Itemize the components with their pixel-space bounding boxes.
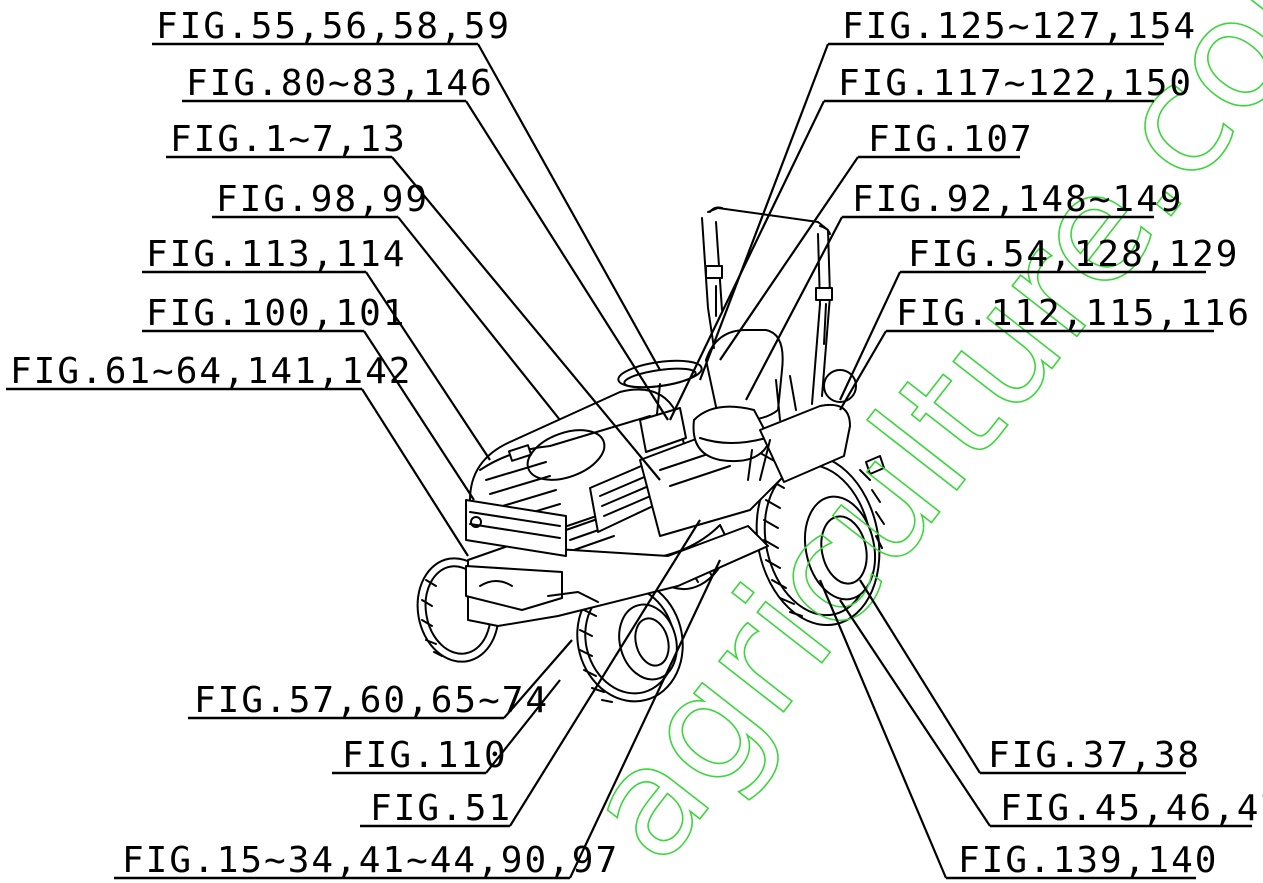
leader-c12 <box>839 271 901 401</box>
callout-c06: FIG.100,101 <box>146 293 406 334</box>
rops-frame <box>701 206 833 405</box>
callout-c09: FIG.117~122,150 <box>838 63 1193 104</box>
callout-c10: FIG.107 <box>868 119 1034 160</box>
leader-c19 <box>839 599 991 827</box>
leader-c17 <box>569 559 721 879</box>
callout-c20: FIG.139,140 <box>958 840 1218 881</box>
callout-c12: FIG.54,128,129 <box>908 234 1239 275</box>
callout-c01: FIG.55,56,58,59 <box>156 6 511 47</box>
leader-c10 <box>719 156 859 361</box>
callout-c18: FIG.37,38 <box>988 735 1201 776</box>
leader-c15 <box>485 679 561 774</box>
front-grill <box>465 499 567 557</box>
callout-c02: FIG.80~83,146 <box>186 63 494 104</box>
leader-c07 <box>361 388 469 557</box>
leader-c01 <box>477 43 661 371</box>
leader-c04 <box>397 216 561 421</box>
leader-c03 <box>391 156 661 481</box>
leader-c08 <box>698 43 830 381</box>
rear-right-wheel <box>755 453 885 627</box>
callout-c17: FIG.15~34,41~44,90,97 <box>122 840 619 881</box>
rear-fender <box>759 404 851 483</box>
callout-c14: FIG.57,60,65~74 <box>194 680 549 721</box>
callout-labels: FIG.55,56,58,59 FIG.80~83,146 FIG.1~7,13… <box>6 6 1263 881</box>
leader-c09 <box>669 100 825 421</box>
leader-c02 <box>465 100 669 421</box>
leader-c13 <box>839 330 887 411</box>
leader-c14 <box>503 639 573 719</box>
callout-c15: FIG.110 <box>342 735 508 776</box>
callout-c05: FIG.113,114 <box>146 234 406 275</box>
callout-c13: FIG.112,115,116 <box>896 293 1251 334</box>
leader-c20 <box>818 579 948 879</box>
callout-c19: FIG.45,46,47 <box>1000 788 1263 829</box>
callout-c16: FIG.51 <box>370 788 512 829</box>
leader-c16 <box>509 519 701 827</box>
leader-c18 <box>859 579 981 774</box>
leader-lines <box>361 43 991 879</box>
leader-c05 <box>365 271 491 461</box>
leader-c11 <box>745 216 843 401</box>
tractor-illustration <box>416 206 885 703</box>
leader-c06 <box>363 330 475 501</box>
callout-c03: FIG.1~7,13 <box>170 119 407 160</box>
callout-c04: FIG.98,99 <box>216 179 429 220</box>
callout-c08: FIG.125~127,154 <box>842 6 1197 47</box>
callout-c07: FIG.61~64,141,142 <box>10 351 412 392</box>
callout-c11: FIG.92,148~149 <box>852 179 1183 220</box>
